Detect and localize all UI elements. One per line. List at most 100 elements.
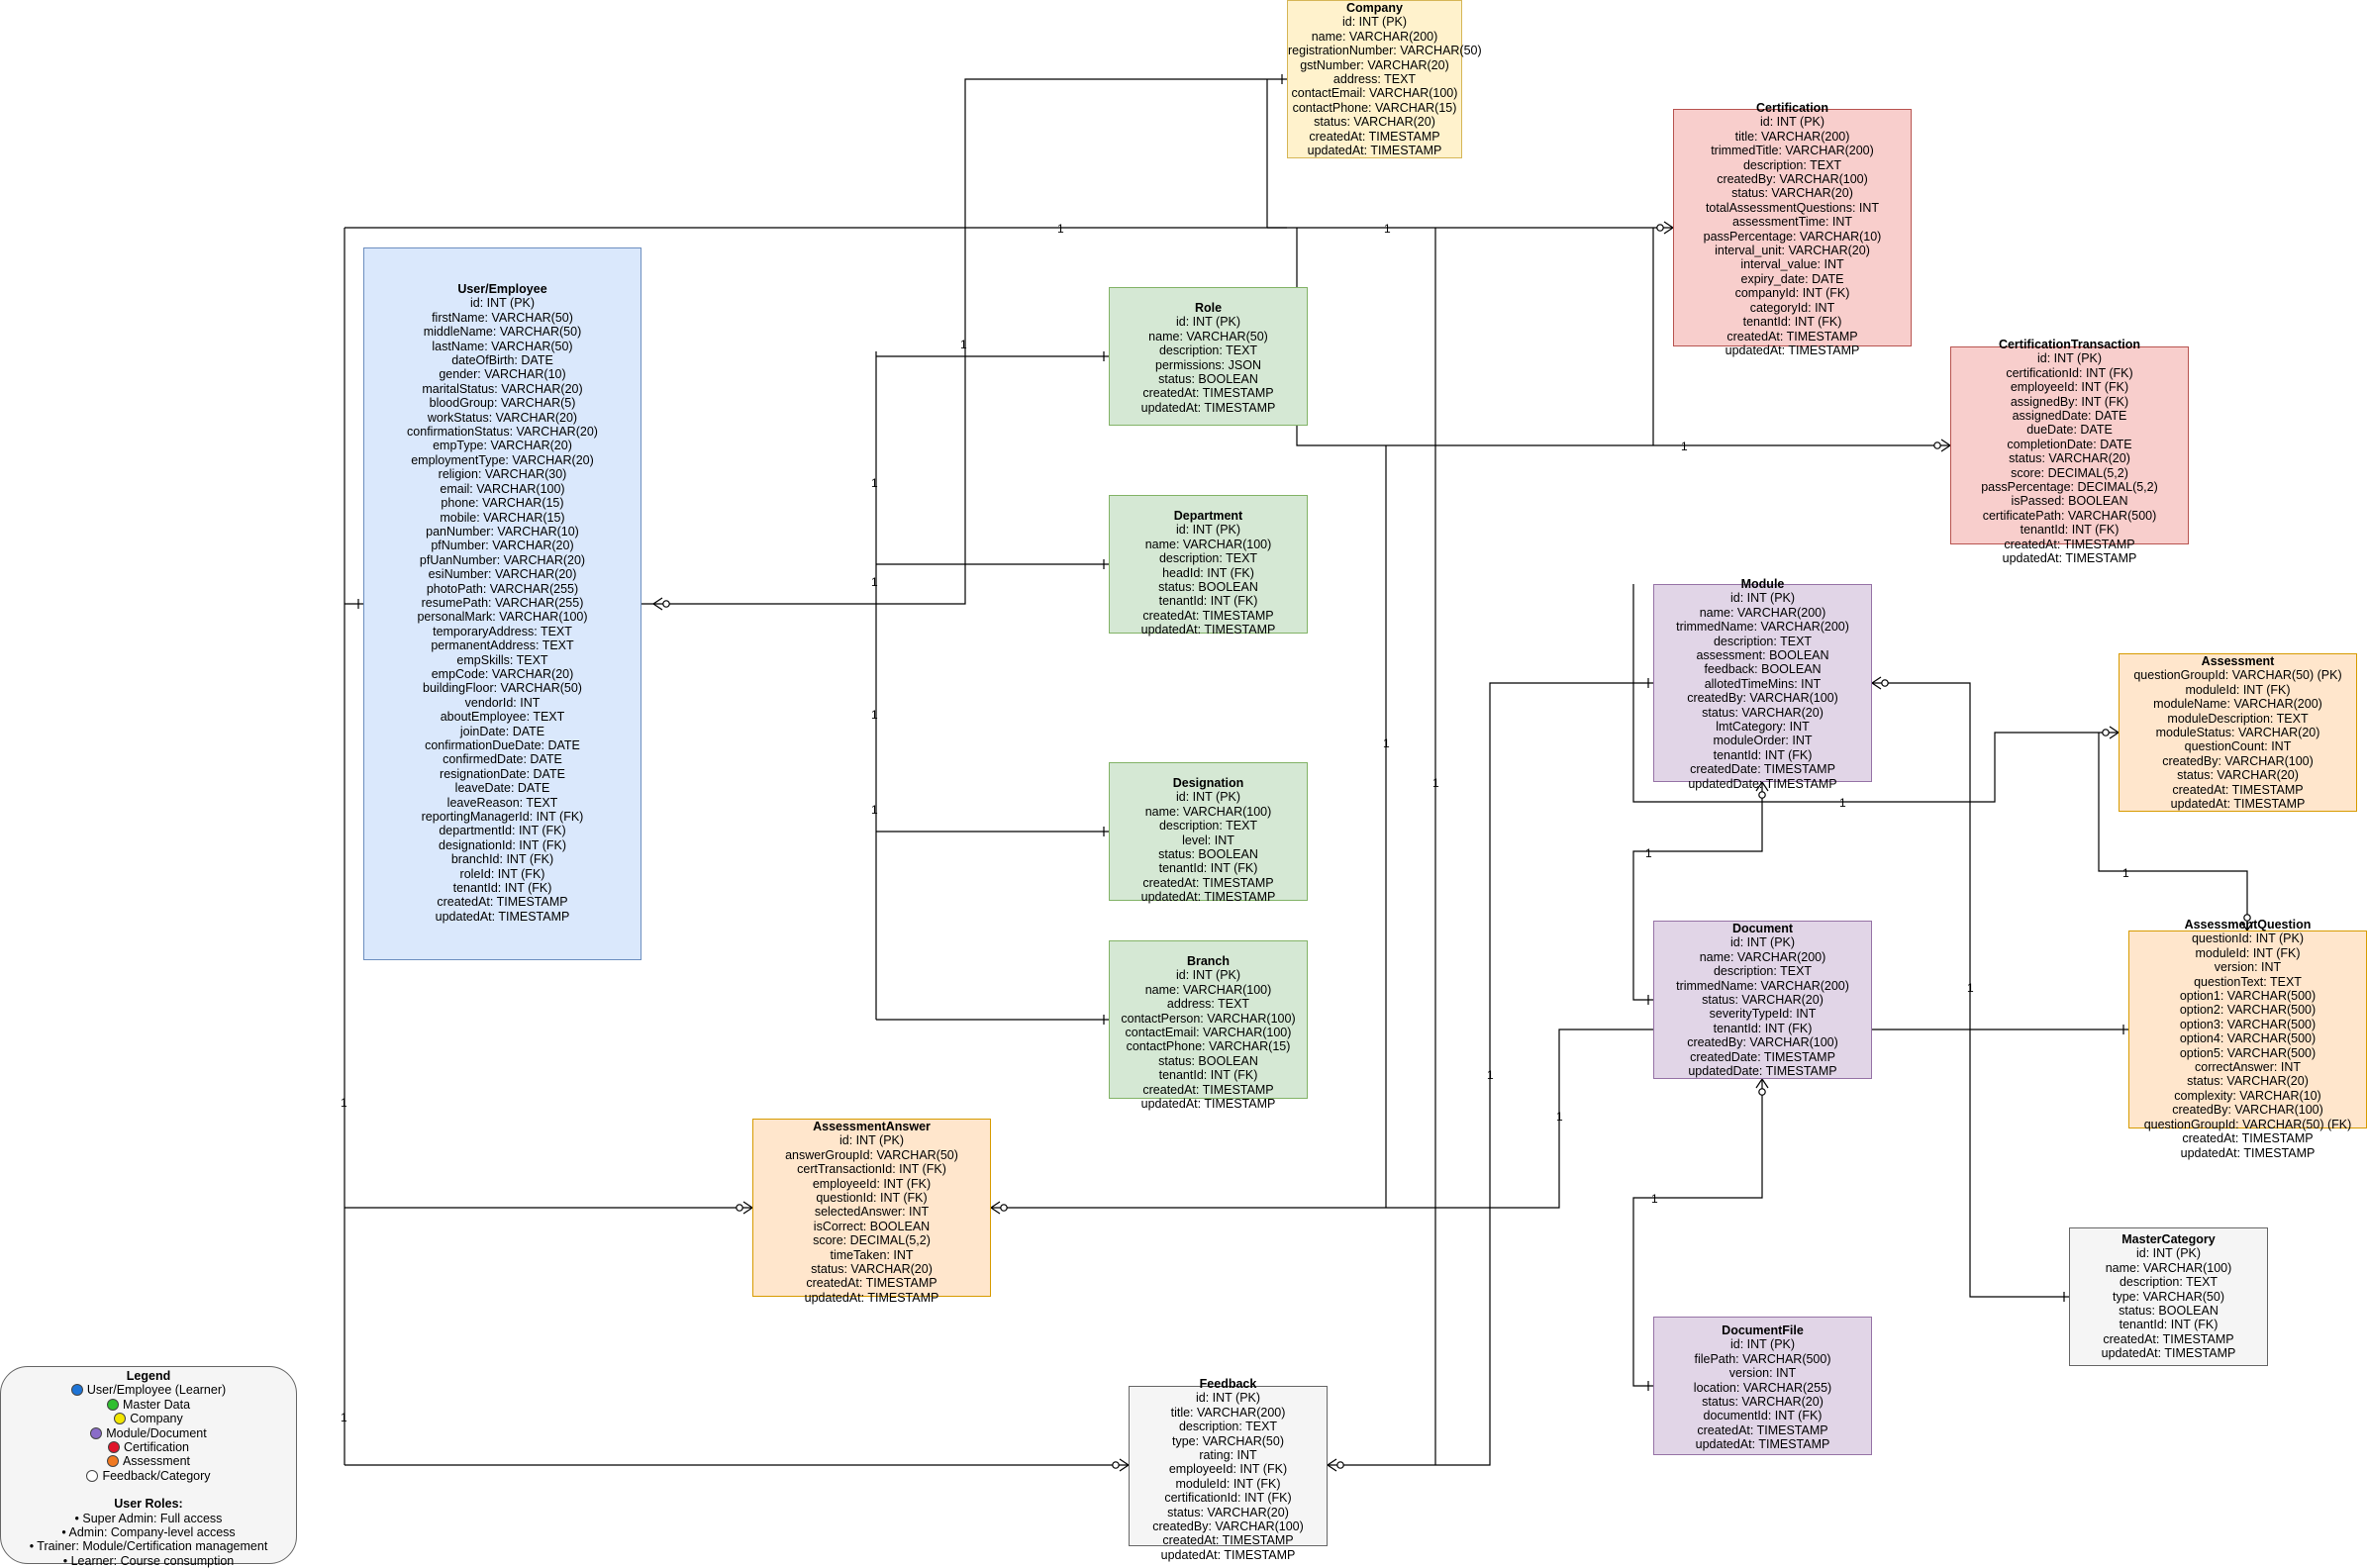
relationship-line xyxy=(1632,782,1763,1001)
crow-foot xyxy=(2246,921,2254,931)
cardinality-label: 1 xyxy=(871,803,878,817)
entity-field: rating: INT xyxy=(1199,1448,1257,1463)
entity-field: id: INT (PK) xyxy=(1729,1337,1796,1352)
entity-field: createdAt: TIMESTAMP xyxy=(437,895,568,910)
entity-field: empSkills: TEXT xyxy=(456,652,548,667)
entity-field: tenantId: INT (FK) xyxy=(1158,594,1258,609)
crow-foot xyxy=(2240,921,2248,931)
legend-item-assessment: Assessment xyxy=(1,1454,296,1468)
entity-field: id: INT (PK) xyxy=(1195,1391,1261,1406)
zero-many-circle xyxy=(1336,1461,1344,1469)
entity-field: leaveDate: DATE xyxy=(454,781,550,796)
entity-field: certificationId: INT (FK) xyxy=(1164,1491,1292,1506)
entity-field: passPercentage: VARCHAR(10) xyxy=(1703,229,1882,244)
entity-field: status: VARCHAR(20) xyxy=(1702,705,1824,720)
crow-foot xyxy=(1755,781,1763,792)
entity-field: version: INT xyxy=(1728,1366,1797,1381)
zero-many-circle xyxy=(1933,441,1941,449)
entity-field: type: VARCHAR(50) xyxy=(1172,1433,1284,1448)
entity-field: createdAt: TIMESTAMP xyxy=(1142,608,1274,623)
cardinality-label: 1 xyxy=(1967,981,1974,995)
crow-foot xyxy=(1663,221,1674,229)
entity-title: Module xyxy=(1740,577,1785,591)
entity-field: religion: VARCHAR(30) xyxy=(438,467,567,482)
entity-field: updatedAt: TIMESTAMP xyxy=(2101,1346,2236,1361)
entity-title: Role xyxy=(1194,301,1223,315)
entity-field: moduleId: INT (FK) xyxy=(2195,945,2301,960)
relationship-line xyxy=(2098,733,2248,931)
entity-field: moduleName: VARCHAR(200) xyxy=(2153,697,2322,712)
entity-field: feedback: BOOLEAN xyxy=(1704,662,1822,677)
entity-field: tenantId: INT (FK) xyxy=(452,881,552,896)
crow-foot xyxy=(742,1201,753,1209)
entity-field: tenantId: INT (FK) xyxy=(1713,1021,1813,1035)
entity-field: dueDate: DATE xyxy=(2026,423,2113,438)
crow-foot xyxy=(1940,439,1951,446)
entity-field: totalAssessmentQuestions: INT xyxy=(1705,200,1880,215)
zero-many-circle xyxy=(1112,1461,1120,1469)
crow-foot xyxy=(2109,726,2120,734)
entity-field: name: VARCHAR(100) xyxy=(2105,1260,2232,1275)
cardinality-label: 1 xyxy=(871,575,878,589)
entity-field: moduleId: INT (FK) xyxy=(2185,682,2291,697)
legend-dot-user xyxy=(70,1384,83,1397)
entity-field: designationId: INT (FK) xyxy=(439,837,566,852)
entity-field: title: VARCHAR(200) xyxy=(1170,1405,1286,1420)
entity-field: status: BOOLEAN xyxy=(1158,1053,1258,1068)
entity-field: createdAt: TIMESTAMP xyxy=(1309,129,1440,144)
zero-many-circle xyxy=(1000,1204,1008,1212)
entity-field: id: INT (PK) xyxy=(1175,968,1241,983)
entity-field: updatedAt: TIMESTAMP xyxy=(2002,551,2137,566)
entity-field: id: INT (PK) xyxy=(469,296,536,311)
entity-field: option4: VARCHAR(500) xyxy=(2179,1031,2317,1046)
entity-field: version: INT xyxy=(2214,960,2282,975)
entity-field: employeeId: INT (FK) xyxy=(2010,380,2129,395)
entity-field: description: TEXT xyxy=(1158,343,1258,358)
entity-field: contactPhone: VARCHAR(15) xyxy=(1126,1039,1291,1054)
entity-field: questionText: TEXT xyxy=(2194,974,2302,989)
entity-field: timeTaken: INT xyxy=(830,1247,914,1262)
entity-field: name: VARCHAR(100) xyxy=(1144,982,1272,997)
entity-field: empCode: VARCHAR(20) xyxy=(431,666,574,681)
entity-field: headId: INT (FK) xyxy=(1162,565,1254,580)
entity-field: confirmationStatus: VARCHAR(20) xyxy=(407,425,598,440)
entity-field: filePath: VARCHAR(500) xyxy=(1694,1351,1831,1366)
entity-title: Assessment xyxy=(2201,654,2275,668)
entity-field: description: TEXT xyxy=(1158,819,1258,833)
entity-field: createdAt: TIMESTAMP xyxy=(2103,1331,2234,1346)
zero-many-circle xyxy=(1656,224,1664,232)
entity-field: id: INT (PK) xyxy=(838,1133,905,1148)
entity-field: departmentId: INT (FK) xyxy=(439,824,566,838)
entity-field: id: INT (PK) xyxy=(1729,935,1796,950)
entity-field: tenantId: INT (FK) xyxy=(1158,1068,1258,1083)
entity-field: assessment: BOOLEAN xyxy=(1696,648,1829,663)
entity-field: createdAt: TIMESTAMP xyxy=(2182,1131,2314,1146)
crow-foot xyxy=(2109,732,2120,739)
entity-field: isPassed: BOOLEAN xyxy=(2011,494,2128,509)
entity-field: createdBy: VARCHAR(100) xyxy=(1687,691,1838,706)
entity-field: status: VARCHAR(20) xyxy=(2177,768,2299,783)
entity-field: certificationId: INT (FK) xyxy=(2006,365,2133,380)
entity-field: bloodGroup: VARCHAR(5) xyxy=(429,396,576,411)
entity-field: status: BOOLEAN xyxy=(2119,1304,2219,1319)
entity-field: pfUanNumber: VARCHAR(20) xyxy=(419,552,586,567)
entity-field: confirmedDate: DATE xyxy=(443,752,562,767)
entity-field: name: VARCHAR(100) xyxy=(1144,804,1272,819)
